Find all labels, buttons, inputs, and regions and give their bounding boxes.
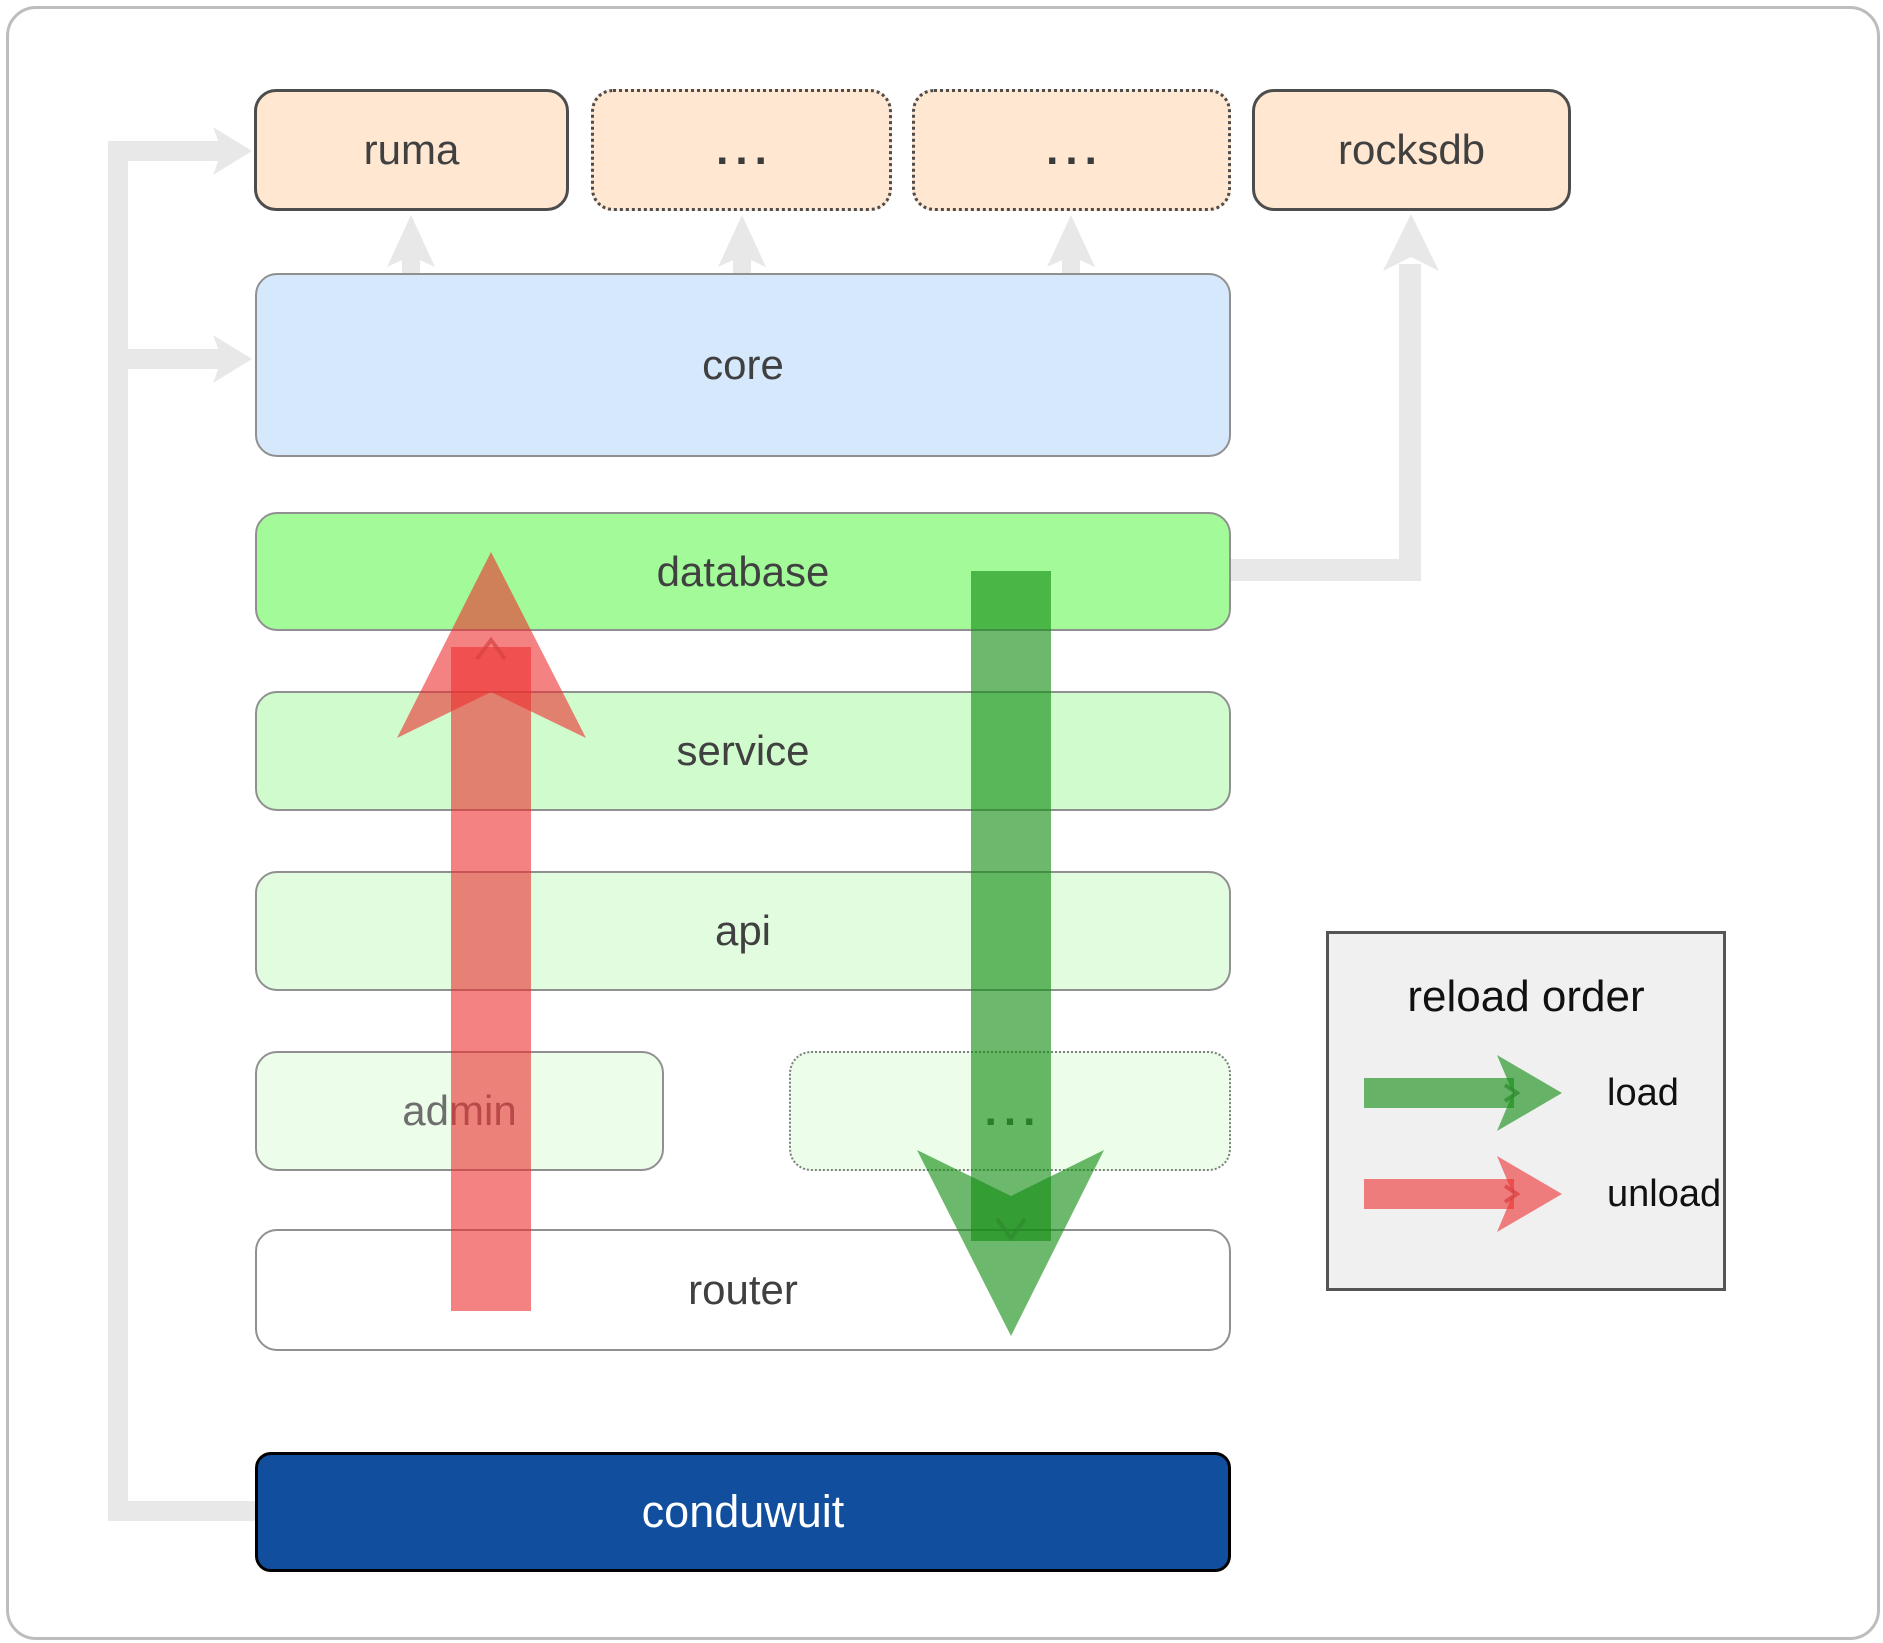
legend-unload-shaft	[1364, 1179, 1514, 1209]
pipe-to-ruma	[108, 141, 222, 161]
node-router: router	[255, 1229, 1231, 1351]
node-core: core	[255, 273, 1231, 457]
database-to-rocksdb-pipe	[1231, 214, 1439, 581]
node-ellipsis-top-1: ...	[591, 89, 892, 211]
node-ellipsis-stub: ...	[789, 1051, 1231, 1171]
pipe-db-vertical	[1399, 264, 1421, 581]
node-service: service	[255, 691, 1231, 811]
pipe-core-ellipsis2	[1062, 247, 1080, 275]
core-to-modules-arrows	[387, 215, 1095, 275]
legend-load-label: load	[1607, 1071, 1679, 1114]
diagram-canvas: ruma ... ... rocksdb core database servi…	[6, 6, 1880, 1640]
node-rocksdb-label: rocksdb	[1337, 126, 1486, 173]
legend-unload-head	[1497, 1156, 1562, 1232]
node-ellipsis-top-2-label: ...	[1046, 125, 1104, 174]
unload-marker-chevron-icon	[475, 636, 507, 661]
node-router-label: router	[688, 1266, 798, 1313]
node-ellipsis-stub-label: ...	[984, 1086, 1043, 1135]
legend-row-load: load	[1357, 1051, 1679, 1135]
node-database-label: database	[656, 547, 830, 595]
node-api: api	[255, 871, 1231, 991]
node-conduwuit-label: conduwuit	[641, 1486, 845, 1537]
legend-load-head	[1497, 1055, 1562, 1131]
legend-unload-chevron-icon	[1503, 1184, 1521, 1204]
node-admin: admin	[255, 1051, 664, 1171]
arrowhead-core-ellipsis1-icon	[718, 215, 766, 267]
pipe-db-horizontal	[1231, 559, 1421, 581]
arrowhead-core-ruma-icon	[387, 215, 435, 267]
arrowhead-rocksdb-icon	[1383, 214, 1439, 271]
legend-title: reload order	[1407, 972, 1645, 1021]
node-api-label: api	[714, 907, 772, 954]
legend-unload-arrow-icon	[1364, 1156, 1562, 1232]
legend-load-arrow-icon	[1364, 1055, 1562, 1131]
legend-load-shaft	[1364, 1078, 1514, 1108]
pipe-vertical	[108, 141, 128, 1521]
node-service-label: service	[676, 727, 810, 774]
pipe-layer	[108, 127, 1439, 1521]
pipe-from-conduwuit	[108, 1501, 255, 1521]
arrowhead-to-ruma-icon	[213, 127, 252, 175]
legend-load-chevron-icon	[1503, 1083, 1521, 1103]
legend-row-unload: unload	[1357, 1152, 1721, 1236]
arrowhead-to-core-icon	[213, 335, 252, 383]
node-ruma-label: ruma	[363, 126, 460, 173]
node-ellipsis-top-1-label: ...	[716, 125, 774, 174]
conduwuit-pipe	[108, 127, 255, 1521]
arrowhead-core-ellipsis2-icon	[1047, 215, 1095, 267]
arrow-layer	[397, 552, 1104, 1336]
node-rocksdb: rocksdb	[1252, 89, 1571, 211]
legend: reload order load unload	[1326, 931, 1726, 1291]
node-ruma: ruma	[254, 89, 569, 211]
pipe-core-ellipsis1	[733, 247, 751, 275]
node-core-label: core	[702, 341, 784, 388]
node-ellipsis-top-2: ...	[912, 89, 1231, 211]
node-admin-label: admin	[402, 1087, 517, 1134]
node-database: database	[255, 512, 1231, 631]
legend-unload-label: unload	[1607, 1172, 1722, 1215]
node-conduwuit: conduwuit	[255, 1452, 1231, 1572]
pipe-to-core	[108, 349, 222, 369]
pipe-core-ruma	[402, 247, 420, 275]
